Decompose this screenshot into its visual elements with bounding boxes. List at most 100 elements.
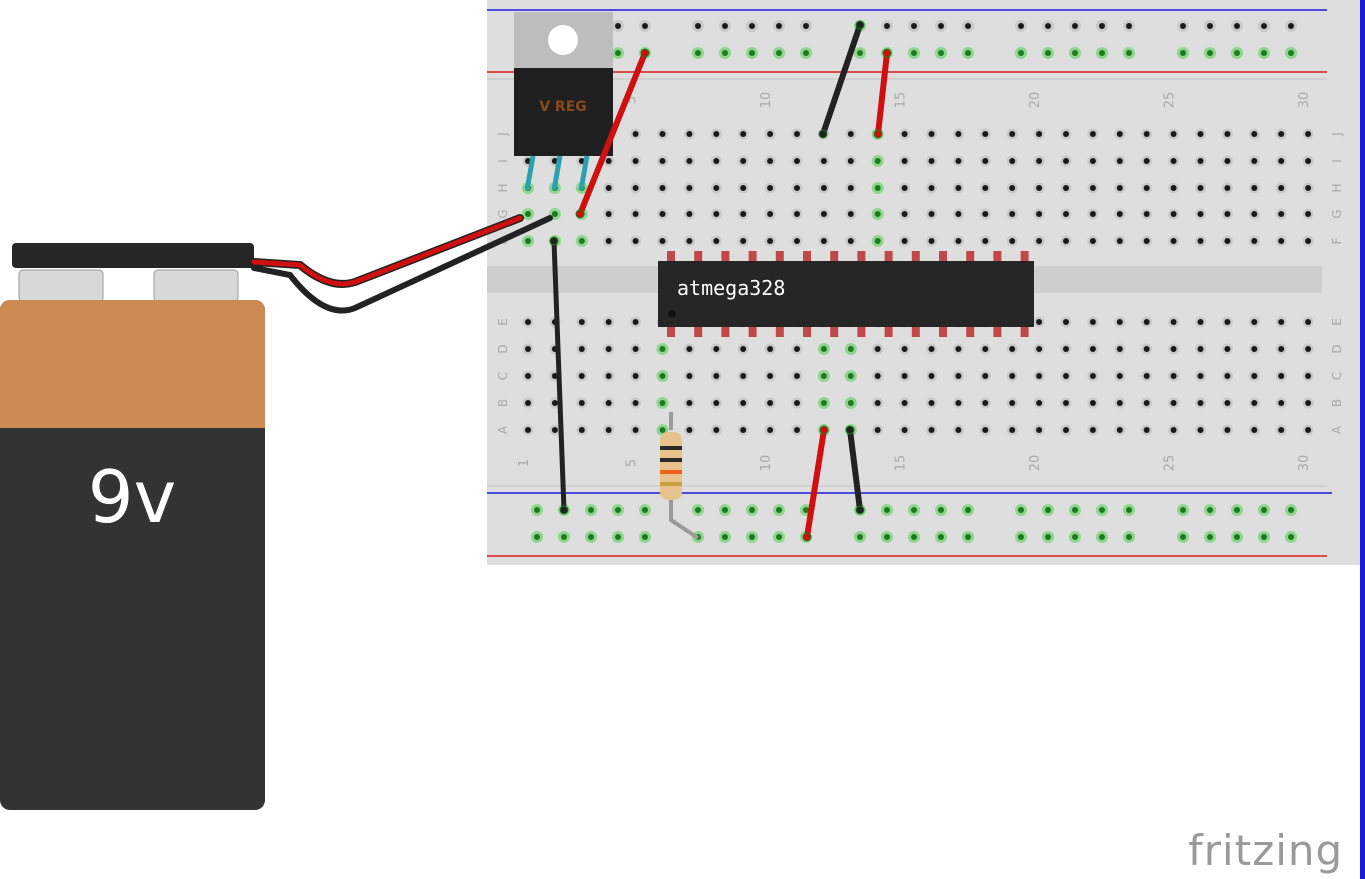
chip-pin xyxy=(721,251,730,261)
breadboard-hole-core xyxy=(767,238,774,244)
breadboard-hole-core xyxy=(1197,185,1204,191)
resistor-band xyxy=(660,482,682,486)
breadboard-hole-core xyxy=(928,346,935,352)
breadboard-hole-core xyxy=(901,373,908,379)
breadboard-hole-core xyxy=(928,158,935,164)
breadboard-hole-core xyxy=(982,400,989,406)
breadboard-hole-core xyxy=(605,427,612,433)
rail-hole-core xyxy=(1261,50,1267,56)
breadboard-hole-core xyxy=(1009,211,1016,217)
breadboard-hole-core xyxy=(605,158,612,164)
breadboard-hole-core xyxy=(1170,400,1177,406)
breadboard-hole-core xyxy=(982,185,989,191)
breadboard-hole-core xyxy=(740,427,747,433)
rail-hole-core xyxy=(776,534,782,540)
breadboard-hole-core xyxy=(955,158,962,164)
row-label: A xyxy=(1330,425,1344,434)
breadboard-hole-core xyxy=(794,400,800,406)
breadboard-hole-core xyxy=(1170,346,1177,352)
breadboard-hole-core xyxy=(578,158,585,164)
breadboard-hole-core xyxy=(1251,185,1258,191)
battery-top-band xyxy=(0,300,265,428)
breadboard-hole-core xyxy=(1305,158,1312,164)
column-label: 15 xyxy=(894,455,909,472)
breadboard-hole-core xyxy=(1143,427,1150,433)
breadboard-hole-core xyxy=(794,346,800,352)
breadboard-hole-core xyxy=(632,319,639,325)
breadboard-hole-core xyxy=(525,346,531,352)
breadboard-hole-core xyxy=(847,211,854,217)
breadboard-hole-core xyxy=(1305,131,1312,137)
breadboard-hole-core xyxy=(632,211,639,217)
breadboard-hole-core xyxy=(1009,427,1016,433)
row-label: H xyxy=(1330,183,1344,192)
wire-end xyxy=(845,425,855,435)
breadboard-hole-core xyxy=(982,427,989,433)
regulator-leg xyxy=(524,155,536,191)
chip-pin xyxy=(939,327,947,337)
chip-pin xyxy=(1020,251,1029,261)
chip-pin xyxy=(911,251,920,261)
wire-end xyxy=(640,48,650,58)
chip-pin xyxy=(857,251,866,261)
breadboard-hole-core xyxy=(713,346,720,352)
breadboard-hole-core xyxy=(1305,185,1312,191)
rail-hole-core xyxy=(1180,534,1186,540)
breadboard-hole-core xyxy=(632,373,639,379)
breadboard: 115510101515202025253030JJIIHHGGFFEEDDCC… xyxy=(487,0,1365,879)
breadboard-hole-core xyxy=(525,319,531,325)
rail-hole-core xyxy=(1099,50,1105,56)
wire-end xyxy=(549,236,559,246)
rail-hole-core xyxy=(1072,507,1078,513)
atmega-chip: atmega328 xyxy=(658,251,1034,337)
breadboard-hole-core xyxy=(767,346,774,352)
breadboard-hole-core xyxy=(551,427,558,433)
rail-hole-core xyxy=(884,507,890,513)
breadboard-hole-core xyxy=(551,400,558,406)
rail-hole-core xyxy=(803,23,809,29)
breadboard-hole-core xyxy=(686,211,693,217)
breadboard-hole-core xyxy=(955,131,962,137)
fritzing-logo: fritzing xyxy=(1188,826,1344,875)
wire-red xyxy=(875,50,890,137)
breadboard-hole-core xyxy=(605,185,612,191)
breadboard-hole-core xyxy=(1197,158,1204,164)
breadboard-hole-core xyxy=(820,211,827,217)
breadboard-hole-core xyxy=(982,158,989,164)
rail-hole-core xyxy=(695,50,701,56)
breadboard-hole-core xyxy=(847,346,854,352)
breadboard-hole-core xyxy=(767,400,774,406)
breadboard-hole-core xyxy=(1089,319,1096,325)
rail-hole-core xyxy=(1180,23,1186,29)
breadboard-hole-core xyxy=(820,373,827,379)
breadboard-hole-core xyxy=(1143,238,1150,244)
breadboard-hole-core xyxy=(794,427,800,433)
breadboard-hole-core xyxy=(901,131,908,137)
breadboard-hole-core xyxy=(1063,400,1069,406)
chip-pin xyxy=(966,251,975,261)
column-label: 15 xyxy=(894,92,909,109)
rail-hole-core xyxy=(534,534,540,540)
breadboard-hole-core xyxy=(982,346,989,352)
breadboard-hole-core xyxy=(713,185,720,191)
breadboard-hole-core xyxy=(686,185,693,191)
rail-hole-core xyxy=(1207,507,1213,513)
breadboard-hole-core xyxy=(767,158,774,164)
breadboard-hole-core xyxy=(1063,238,1069,244)
breadboard-hole-core xyxy=(847,373,854,379)
breadboard-hole-core xyxy=(901,346,908,352)
rail-hole-core xyxy=(749,23,755,29)
rail-hole-core xyxy=(803,50,809,56)
edge-marker xyxy=(1360,0,1365,879)
row-label: E xyxy=(496,318,510,326)
regulator-leg xyxy=(578,155,590,191)
wire-end xyxy=(855,505,865,515)
breadboard-hole-core xyxy=(632,185,639,191)
breadboard-hole-core xyxy=(525,400,531,406)
rail-hole-core xyxy=(615,50,621,56)
breadboard-hole-core xyxy=(794,158,800,164)
breadboard-hole-core xyxy=(605,346,612,352)
wire-end xyxy=(818,129,828,139)
column-label: 30 xyxy=(1297,455,1312,472)
rail-hole-core xyxy=(1099,507,1105,513)
